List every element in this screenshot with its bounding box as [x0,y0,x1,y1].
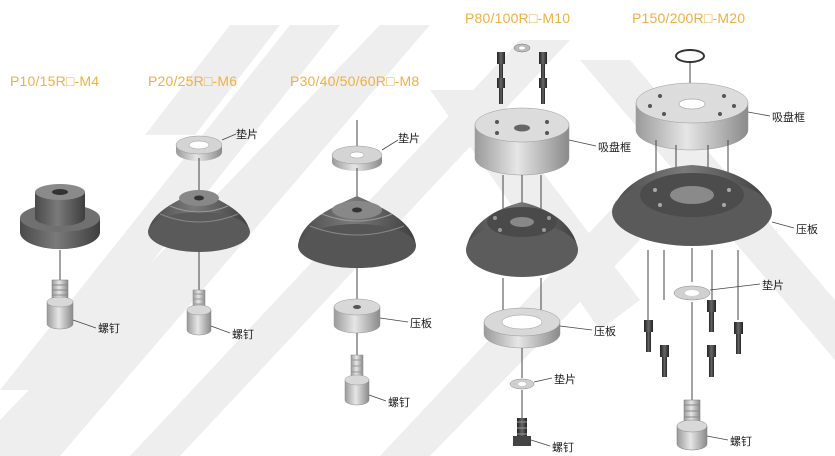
label-washer-m8: 垫片 [398,132,420,145]
label-washer-m20: 垫片 [762,279,784,292]
frame-m10 [474,107,570,176]
bolts-m20 [644,300,743,377]
group-title-m6: P20/25R□-M6 [148,73,238,89]
group-m10 [466,43,597,447]
label-screw-m8: 螺钉 [388,396,410,409]
label-screw-m4: 螺钉 [98,322,120,335]
suction-cup-m8 [298,196,416,268]
label-plate-m10: 压板 [594,325,616,338]
nut-m10 [513,43,531,53]
bolts-m10-top [497,52,547,104]
label-plate-m8: 压板 [410,317,432,330]
group-m20 [612,49,795,451]
label-frame-m10: 吸盘框 [598,141,631,154]
group-m4 [20,184,100,330]
washer-m20 [673,285,711,301]
washer-m10 [509,378,535,390]
label-plate-m20: 压板 [796,223,818,236]
label-frame-m20: 吸盘框 [772,111,805,124]
label-screw-m10: 螺钉 [552,441,574,454]
frame-m20 [635,82,749,151]
screw-m10 [513,418,531,446]
label-washer-m10: 垫片 [554,373,576,386]
screw-m8 [344,354,370,406]
label-screw-m20: 螺钉 [730,435,752,448]
plate-m8 [333,298,381,334]
o-ring-m20 [675,49,705,63]
washer-m8 [331,145,383,171]
group-m8 [298,120,416,406]
screw-m20 [676,399,708,451]
label-screw-m6: 螺钉 [232,328,254,341]
label-washer-m6: 垫片 [236,128,258,141]
washer-m6 [175,135,223,161]
screw-m4 [46,279,74,330]
group-title-m10: P80/100R□-M10 [465,10,571,26]
group-title-m20: P150/200R□-M20 [632,10,746,26]
screw-m6 [186,289,212,336]
group-title-m4: P10/15R□-M4 [10,73,100,89]
suction-cup-m6 [148,190,250,252]
group-m6 [148,133,250,336]
suction-cup-m4 [20,184,100,249]
group-title-m8: P30/40/50/60R□-M8 [290,73,420,89]
plate-m10 [483,307,561,349]
suction-cup-m10 [466,202,578,277]
watermark-stripe [145,25,280,135]
suction-cup-m20 [612,165,772,246]
